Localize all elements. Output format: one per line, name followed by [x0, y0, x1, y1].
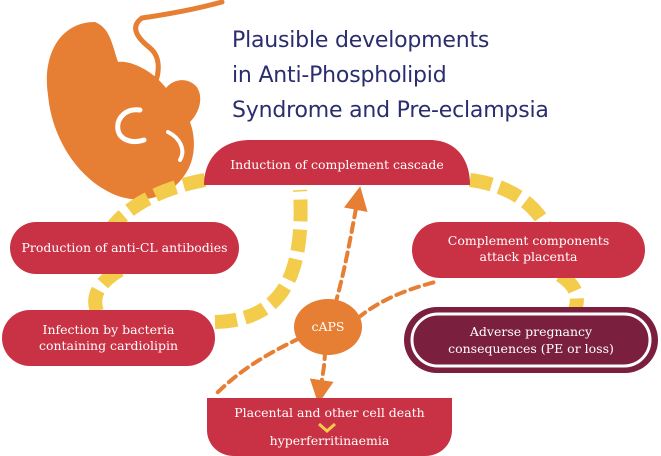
adverse-box-inner-ring [410, 312, 652, 368]
complement-cascade-label: Induction of complement cascade [230, 157, 444, 172]
adverse-label-line1: Adverse pregnancy [469, 324, 593, 339]
title-line-3: Syndrome and Pre-eclampsia [232, 98, 549, 123]
caps-arrow-to-complement [333, 186, 368, 307]
infection-box [2, 310, 215, 366]
caps-circle [294, 299, 362, 355]
attack-placenta-label-line2: attack placenta [479, 249, 578, 264]
attack-placenta-label-line1: Complement components [447, 233, 610, 248]
adverse-label-line2: consequences (PE or loss) [448, 341, 614, 356]
title-line-1: Plausible developments [232, 28, 490, 53]
cycle-arrow-to-adverse [555, 269, 584, 313]
adverse-box [404, 307, 658, 373]
cell-death-label-line2: hyperferritinaemia [269, 433, 390, 448]
caps-arrow-to-attack [356, 280, 437, 320]
caps-arrow-to-infection [213, 336, 302, 397]
caps-arrows [213, 186, 437, 404]
attack-placenta-box [412, 222, 645, 278]
caps-label: cAPS [311, 319, 345, 334]
infection-label-line2: containing cardiolipin [38, 338, 179, 353]
cell-death-chevron [318, 422, 336, 433]
complement-cascade-box [204, 140, 470, 185]
embryo-icon [46, 0, 225, 200]
infection-label-line1: Infection by bacteria [42, 322, 175, 337]
caps-arrow-to-cell-death [309, 348, 334, 404]
cycle-arrow-to-complement [214, 189, 308, 329]
anti-cl-label: Production of anti-CL antibodies [21, 240, 228, 255]
anti-cl-box [10, 222, 239, 274]
title-line-2: in Anti-Phospholipid [232, 63, 447, 88]
cycle-arrow-to-infection [88, 263, 124, 322]
cell-death-label-line1: Placental and other cell death [234, 405, 425, 420]
cycle-arrow-to-attack [468, 173, 552, 229]
